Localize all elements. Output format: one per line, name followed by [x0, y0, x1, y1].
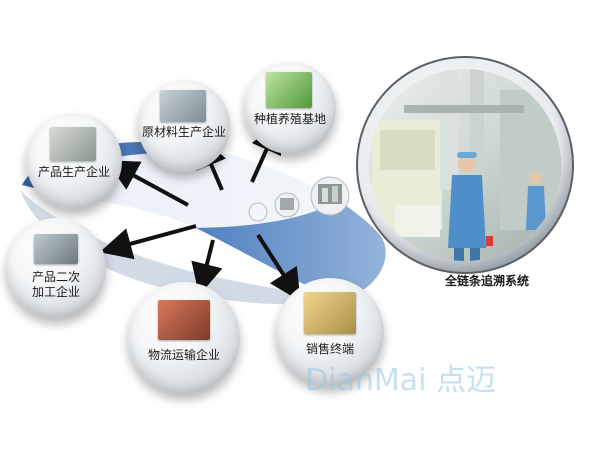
node-product-production[interactable]: 产品生产企业 [26, 113, 122, 209]
traceability-caption: 全链条追溯系统 [445, 274, 530, 288]
arrow-to-sales-terminal [256, 233, 301, 302]
node-product-production-label: 产品生产企业 [37, 165, 110, 179]
arrow-to-product-production [105, 160, 189, 207]
hub-bubble-medium-photo [280, 198, 294, 210]
hub-bubble-large-photo [318, 184, 342, 204]
node-secondary-processing-label-line1: 产品二次 [31, 270, 80, 284]
raw-material-photo [160, 90, 206, 122]
node-raw-material[interactable]: 原材料生产企业 [138, 80, 230, 172]
node-raw-material-label: 原材料生产企业 [141, 125, 226, 139]
sales-terminal-photo [304, 292, 356, 334]
factory-scene [369, 69, 561, 261]
logistics-photo [158, 300, 210, 340]
planting-base-photo [266, 72, 312, 108]
node-logistics[interactable]: 物流运输企业 [128, 282, 240, 394]
watermark: DianMai 点迈 [305, 363, 496, 398]
secondary-processing-photo [34, 234, 78, 264]
arrow-to-logistics [191, 239, 223, 296]
product-production-photo [50, 127, 96, 161]
node-planting-base-label: 种植养殖基地 [253, 112, 326, 126]
node-logistics-label: 物流运输企业 [147, 348, 220, 362]
node-sales-terminal-label: 销售终端 [305, 342, 354, 356]
arrow-to-secondary-processing [99, 224, 197, 260]
hub-bubble-small [248, 202, 268, 222]
node-sales-terminal[interactable]: 销售终端 [276, 278, 384, 386]
node-secondary-processing-label-line2: 加工企业 [31, 285, 80, 299]
node-planting-base[interactable]: 种植养殖基地 [244, 62, 336, 154]
node-secondary-processing[interactable]: 产品二次 加工企业 [6, 218, 106, 318]
